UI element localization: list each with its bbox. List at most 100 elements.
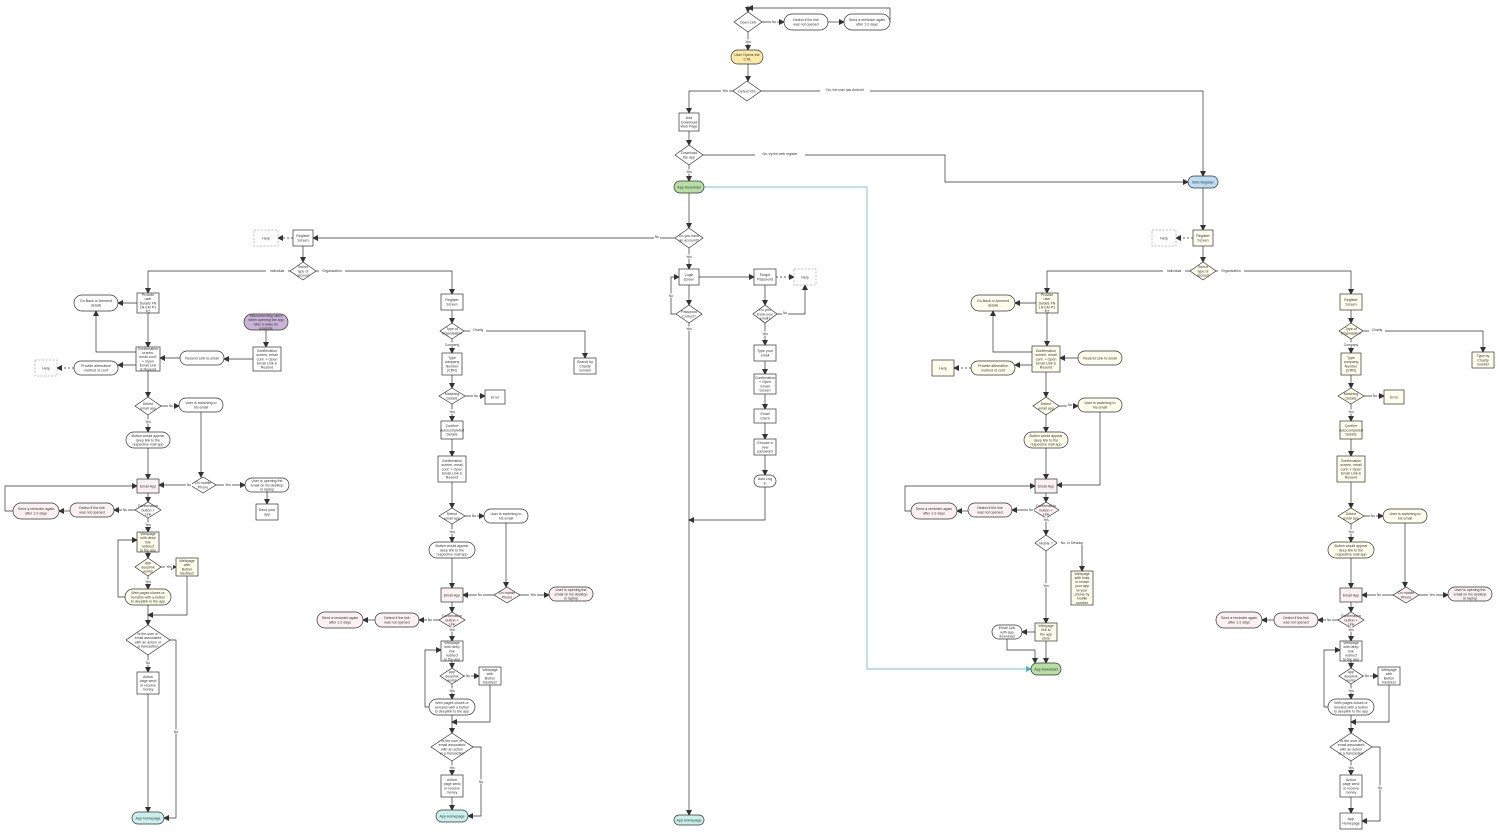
node-label-line: or laptop <box>1463 596 1477 600</box>
node-label-line: Link <box>1043 512 1050 516</box>
terminal-shape <box>12 502 60 520</box>
process-shape <box>753 438 777 456</box>
node-label-line: after 1-2 days <box>25 511 47 515</box>
process-shape <box>440 293 464 311</box>
connector-113 <box>1006 639 1038 664</box>
node-label-line: On mobile <box>1398 591 1414 595</box>
node-label-line: Button would appear <box>1335 544 1369 548</box>
node-label-line: Confirm <box>1345 424 1358 428</box>
node-label-line: screen <box>684 277 695 281</box>
node-M-error: Error <box>484 389 506 405</box>
edge-label-e-M-yes6: Yes <box>449 766 455 770</box>
terminal-shape <box>131 811 165 825</box>
edge-label-e-RR-yes5: Yes <box>1348 689 1354 693</box>
node-label-line: Detect <box>447 512 457 516</box>
node-label-line: Phone <box>198 485 208 489</box>
node-label-line: Send a reminder again <box>18 507 54 511</box>
node-label-line: works <box>1346 678 1356 682</box>
node-label-line: link <box>145 540 151 544</box>
node-label-line: Go Back or Amnend <box>80 299 112 303</box>
terminal-shape <box>1030 662 1062 676</box>
node-label-line: Webpage <box>1038 624 1053 628</box>
node-label-line: Provide <box>142 293 154 297</box>
edge-label-bg <box>186 482 192 487</box>
edge-label-e-R-ind: Individual <box>1167 269 1182 273</box>
node-label-line: deeplink <box>1344 674 1358 678</box>
terminal-shape <box>124 588 172 606</box>
edge-label-e-yes-em: Yes <box>762 332 768 336</box>
node-label-line: Charity <box>579 364 591 368</box>
node-detect-ios: Detect iOS <box>732 80 762 102</box>
edge-label-e-no-acc: No <box>655 235 659 239</box>
process-shape <box>252 346 282 372</box>
edge-label-bg <box>448 688 456 693</box>
process-shape <box>136 292 160 314</box>
edge-label-bg <box>1042 583 1050 588</box>
node-label-line: User Opens the <box>734 53 759 57</box>
node-label-line: Button <box>1384 676 1394 680</box>
decision-shape <box>430 732 474 762</box>
node-label-line: App <box>1348 817 1354 821</box>
process-shape <box>478 666 502 686</box>
edge-label-bg <box>820 87 870 92</box>
node-label-line: Type by <box>1477 354 1490 358</box>
node-label-line: App Homepage <box>440 814 465 818</box>
edge-label-e-RR-yes2: Yes <box>1348 530 1354 534</box>
edge-label-bg <box>1369 327 1385 332</box>
node-label-line: his email <box>1093 405 1107 409</box>
process-shape <box>753 268 777 286</box>
connector-50 <box>4 483 138 512</box>
process-shape <box>440 587 464 603</box>
node-label-line: Misconnecting users <box>250 314 283 318</box>
terminal-shape <box>316 611 364 629</box>
node-RR-error: Error <box>1383 389 1405 405</box>
terminal-shape <box>970 360 1016 376</box>
node-label-line: deep link to the <box>136 438 160 442</box>
node-label-line: Email Link <box>999 626 1016 630</box>
node-label-line: App <box>449 670 455 674</box>
edge-label-e-no-pw: No <box>669 294 673 298</box>
edge-label-e-R-desktop: No, or Desktop <box>1061 541 1084 545</box>
process-shape <box>253 229 279 247</box>
edge-label-e-RR-no6: No <box>1378 786 1382 790</box>
edge-label-bg <box>755 151 805 156</box>
node-label-line: redirect <box>446 653 458 657</box>
node-label-line: your app <box>1075 584 1089 588</box>
process-shape <box>136 671 160 695</box>
edge-label-e-R-yes2: Yes <box>1043 518 1049 522</box>
node-label-line: Organisation <box>442 331 462 335</box>
node-label-line: button + <box>445 618 458 622</box>
node-label-line: email associated <box>135 636 162 640</box>
terminal-shape <box>435 809 469 823</box>
node-label-line: Help <box>1160 236 1167 240</box>
node-label-line: App Homepage <box>136 816 161 820</box>
decision-shape <box>289 261 317 281</box>
node-label-line: company <box>1344 360 1359 364</box>
edge-label-e-yes-dl: Yes <box>686 170 692 174</box>
node-label-line: details <box>988 303 999 307</box>
terminal-shape <box>73 294 119 312</box>
